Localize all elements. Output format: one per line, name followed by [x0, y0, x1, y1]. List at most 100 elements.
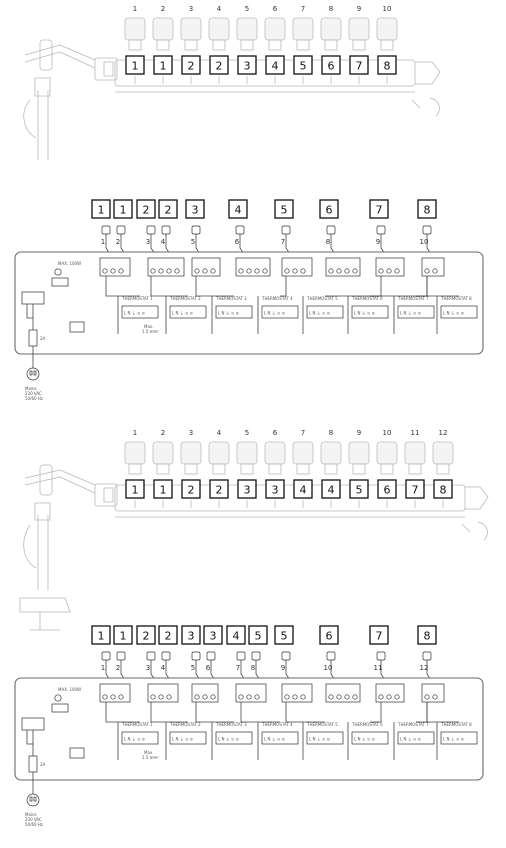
zone-box — [319, 625, 339, 645]
terminal-screw — [202, 268, 208, 274]
zone-number: 2 — [216, 60, 223, 73]
terminal-screw — [378, 268, 384, 274]
thermostat-wire — [426, 702, 459, 723]
thermostat-terminal-labels: L N ⏚ ⊙ ⊘ — [172, 310, 193, 316]
actuator-number: 7 — [236, 664, 240, 672]
actuator-neck — [408, 463, 422, 475]
actuator-symbol — [161, 651, 171, 661]
channel-number: 1 — [133, 429, 137, 437]
actuator-wire — [330, 234, 336, 255]
zone-number: 8 — [424, 630, 431, 643]
zone-box — [293, 479, 313, 499]
actuator-head — [348, 17, 370, 41]
thermostat-terminal-labels: L N ⏚ ⊙ ⊘ — [124, 310, 145, 316]
zone-box — [369, 199, 389, 219]
zone-box — [181, 479, 201, 499]
terminal-screw — [424, 268, 430, 274]
thermostat-wire — [240, 702, 280, 723]
terminal-screw — [118, 694, 124, 700]
thermostat-terminal-block — [121, 305, 159, 319]
zone-number: 8 — [384, 60, 391, 73]
actuator-head — [292, 17, 314, 41]
zone-number: 2 — [143, 204, 150, 217]
actuator-wire — [150, 234, 156, 255]
thermostat-terminal-block — [397, 305, 435, 319]
thermostat-wire — [195, 276, 234, 297]
terminal-screw — [328, 268, 334, 274]
terminal-screw — [352, 268, 358, 274]
thermostat-terminal-labels: L N ⏚ ⊙ ⊘ — [443, 310, 464, 316]
zone-number: 1 — [160, 60, 167, 73]
terminal-screw — [254, 694, 260, 700]
terminal-screw — [292, 268, 298, 274]
zone-box — [228, 199, 248, 219]
zone-box — [91, 199, 111, 219]
zone-number: 3 — [192, 204, 199, 217]
actuator-symbol — [101, 651, 111, 661]
zone-box — [265, 55, 285, 75]
zone-box — [274, 625, 294, 645]
terminal-screw — [336, 694, 342, 700]
mains-voltage: 230 VAC — [25, 391, 42, 396]
actuator-neck — [380, 463, 394, 475]
terminal-screw — [292, 694, 298, 700]
actuator-head — [292, 441, 314, 465]
zone-number: 2 — [188, 484, 195, 497]
actuator-symbol — [236, 651, 246, 661]
thermostat-terminal-block — [121, 731, 159, 745]
actuator-wire — [120, 660, 126, 681]
zone-box — [369, 625, 389, 645]
actuator-neck — [324, 39, 338, 51]
plug-pin — [33, 796, 37, 802]
thermostat-terminal-labels: L N ⏚ ⊙ ⊘ — [354, 310, 375, 316]
zone-number: 8 — [440, 484, 447, 497]
thermostat-terminal-labels: L N ⏚ ⊙ ⊘ — [443, 736, 464, 742]
actuator-number: 4 — [161, 664, 166, 672]
manifold-actuators — [124, 17, 398, 51]
thermostat-terminal-labels: L N ⏚ ⊙ ⊘ — [218, 310, 239, 316]
mains-wire — [26, 304, 34, 330]
zone-number: 1 — [132, 60, 139, 73]
terminal-screw — [210, 694, 216, 700]
actuator-neck — [128, 463, 142, 475]
terminal-screw — [102, 268, 108, 274]
thermostat-wire — [105, 276, 140, 297]
thermostat-wire — [280, 276, 287, 297]
actuator-number: 8 — [251, 664, 255, 672]
terminal-screw — [432, 694, 438, 700]
thermostat-label: THERMOSTAT 5 — [306, 722, 338, 727]
actuator-neck — [184, 463, 198, 475]
cable-note-line2: 1.5 mm² — [142, 755, 159, 760]
actuator-symbol — [326, 651, 336, 661]
mains-title: Mains — [25, 812, 37, 817]
zone-number: 2 — [165, 204, 172, 217]
channel-number: 10 — [383, 5, 392, 13]
actuator-head — [152, 441, 174, 465]
actuator-number: 9 — [281, 664, 285, 672]
terminal-block — [235, 257, 271, 277]
mains-terminal-block — [21, 717, 45, 731]
zone-box — [181, 625, 201, 645]
thermostat-wire — [285, 702, 325, 723]
actuator-number: 12 — [420, 664, 429, 672]
zone-number: 5 — [356, 484, 363, 497]
thermostat-terminal-block — [169, 305, 207, 319]
zone-number: 7 — [376, 204, 383, 217]
actuator-number: 6 — [235, 238, 240, 246]
zone-number: 2 — [143, 630, 150, 643]
actuator-symbol — [116, 225, 126, 235]
channel-number: 8 — [329, 5, 333, 13]
zone-number: 5 — [255, 630, 262, 643]
channel-number: 6 — [273, 5, 278, 13]
terminal-screw — [284, 694, 290, 700]
channel-number: 2 — [161, 429, 165, 437]
zone-box — [158, 199, 178, 219]
actuator-head — [432, 441, 454, 465]
zone-box — [136, 199, 156, 219]
thermostat-terminal-labels: L N ⏚ ⊙ ⊘ — [400, 310, 421, 316]
zone-box — [319, 199, 339, 219]
